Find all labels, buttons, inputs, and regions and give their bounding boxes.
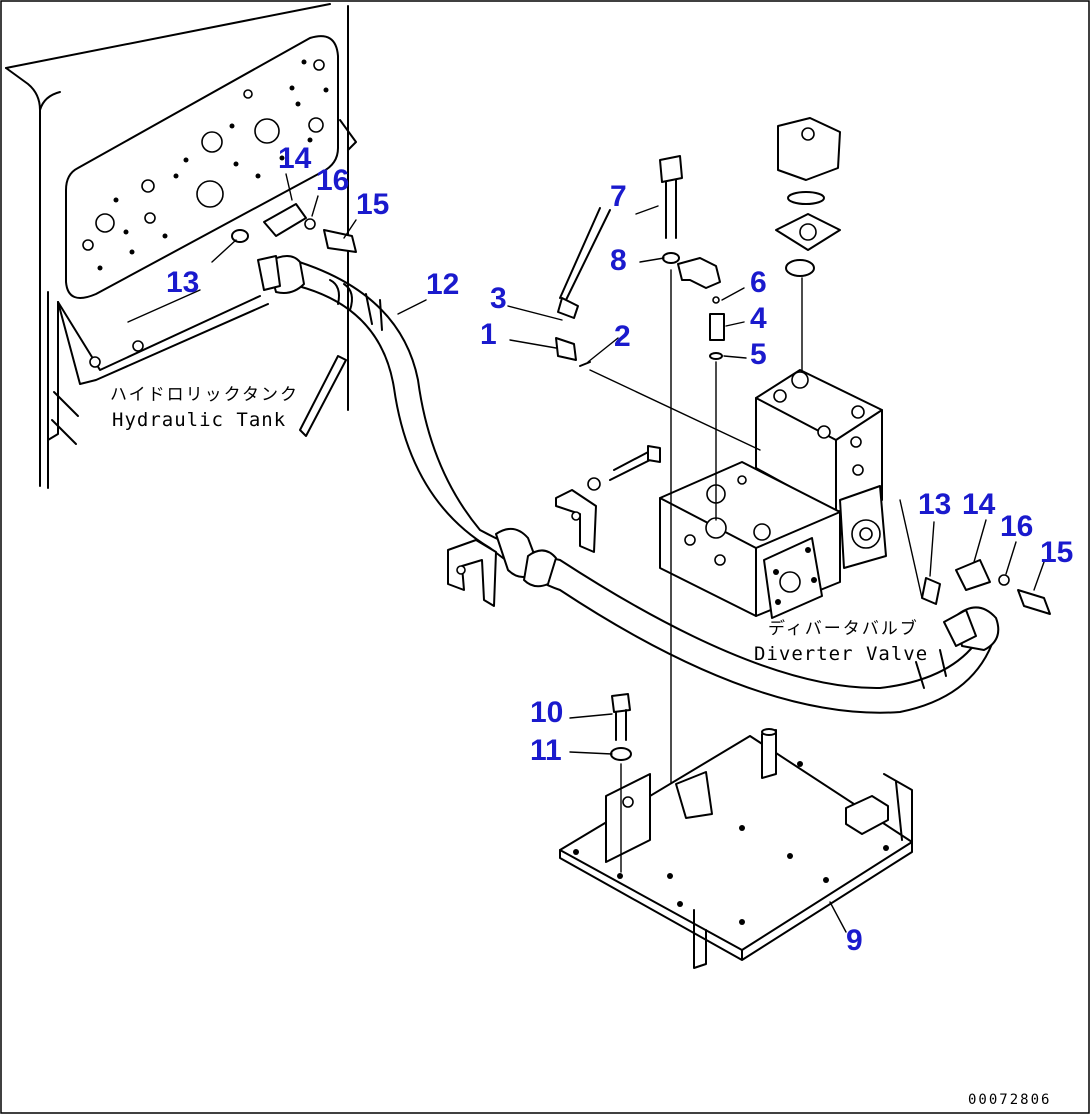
- diverter-valve-label-jp: ディバータバルブ: [768, 618, 919, 639]
- valve-fittings: [899, 499, 1051, 615]
- callout-9: 9: [846, 924, 863, 957]
- mounting-plate-9: [559, 728, 913, 969]
- callout-14-valve: 14: [962, 488, 996, 521]
- hose-clamp-brackets: [447, 489, 597, 607]
- callout-16-tank: 16: [316, 164, 349, 197]
- callout-4: 4: [750, 302, 767, 335]
- diverter-valve: [659, 117, 887, 619]
- tank-fittings: [231, 203, 357, 253]
- callout-12: 12: [426, 268, 459, 301]
- callout-2: 2: [614, 320, 631, 353]
- bolt-10-washer-11: [610, 693, 632, 873]
- callout-1: 1: [480, 318, 497, 351]
- callout-8: 8: [610, 244, 627, 277]
- hose-12: [257, 255, 1000, 714]
- callout-3: 3: [490, 282, 507, 315]
- callout-16-valve: 16: [1000, 510, 1033, 543]
- callout-13-valve: 13: [918, 488, 951, 521]
- callout-leaders: [211, 173, 1045, 933]
- hydraulic-tank-label-jp: ハイドロリックタンク: [110, 385, 299, 405]
- callout-15-valve: 15: [1040, 536, 1073, 569]
- callout-11: 11: [530, 734, 562, 767]
- tank-flange-holes: [82, 59, 329, 271]
- hydraulic-tank-label-en: Hydraulic Tank: [112, 409, 286, 431]
- hydraulic-tank: [5, 3, 357, 489]
- callout-numbers: 1 2 3 4 5 6 7 8 9 10 11 12 13 14 15 16 1…: [166, 142, 1073, 957]
- callout-15-tank: 15: [356, 188, 389, 221]
- fittings-cluster: [509, 155, 761, 881]
- callout-14-tank: 14: [278, 142, 312, 175]
- callout-13-tank: 13: [166, 266, 199, 299]
- callout-6: 6: [750, 266, 767, 299]
- callout-7: 7: [610, 180, 627, 213]
- diverter-valve-label-en: Diverter Valve: [754, 643, 928, 665]
- callout-10: 10: [530, 696, 563, 729]
- callout-5: 5: [750, 338, 767, 371]
- document-id: 00072806: [968, 1092, 1051, 1108]
